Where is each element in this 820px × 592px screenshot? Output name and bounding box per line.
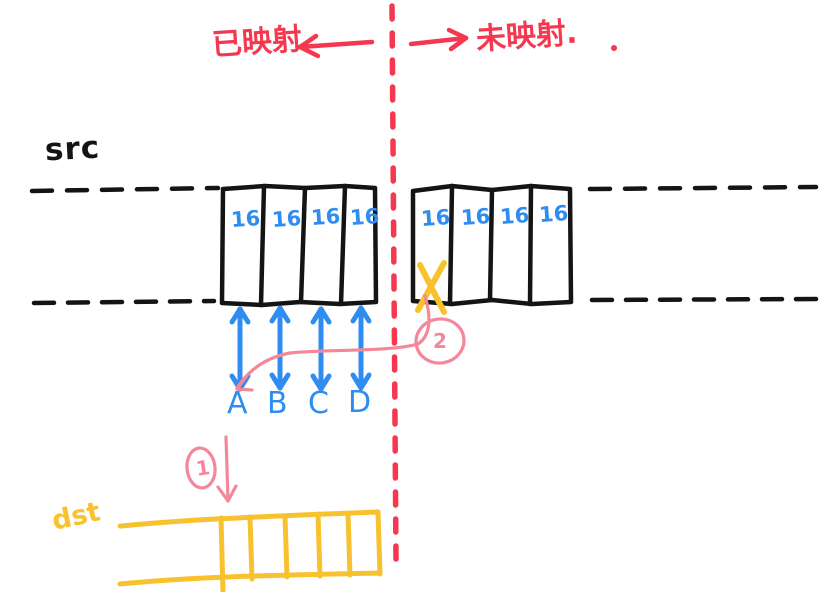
dst-cell-dividers [218, 509, 383, 592]
unmapped-cell-cross-icon [415, 260, 447, 315]
step-number-1: 1 [194, 455, 212, 481]
mapped-direction-arrow [297, 33, 375, 59]
mapped-block-outline [219, 183, 379, 308]
slot-label-b: B [267, 386, 288, 421]
slot-label-d: D [348, 385, 372, 420]
label-unmapped-region: 未映射. [474, 15, 579, 58]
mapped-cell-value-0: 16 [230, 206, 262, 232]
slot-label-c: C [308, 386, 329, 421]
step-number-2: 2 [433, 329, 447, 353]
step-2-curve-arrow [235, 294, 466, 392]
unmapped-cell-value-1: 16 [460, 204, 492, 230]
mapped-cell-value-2: 16 [310, 204, 342, 230]
unmapped-cell-value-3: 16 [538, 201, 570, 227]
unmapped-block-dividers [447, 183, 534, 307]
mapped-unmapped-divider [389, 3, 399, 563]
step-1-arrow [185, 435, 238, 503]
mapped-cell-value-1: 16 [271, 206, 303, 232]
unmapped-direction-arrow [408, 27, 469, 52]
label-mapped-region: 已映射 [210, 21, 304, 64]
unmapped-cell-value-0: 16 [420, 205, 452, 231]
period-dot [611, 45, 617, 51]
slot-label-a: A [227, 386, 248, 421]
label-src: src [44, 129, 102, 169]
slot-link-arrows [229, 305, 372, 392]
mapped-block-dividers [258, 183, 348, 308]
dst-band [117, 509, 383, 587]
mapped-cell-value-3: 16 [349, 204, 381, 230]
src-region-boundaries [29, 184, 820, 306]
unmapped-cell-value-2: 16 [499, 203, 531, 229]
